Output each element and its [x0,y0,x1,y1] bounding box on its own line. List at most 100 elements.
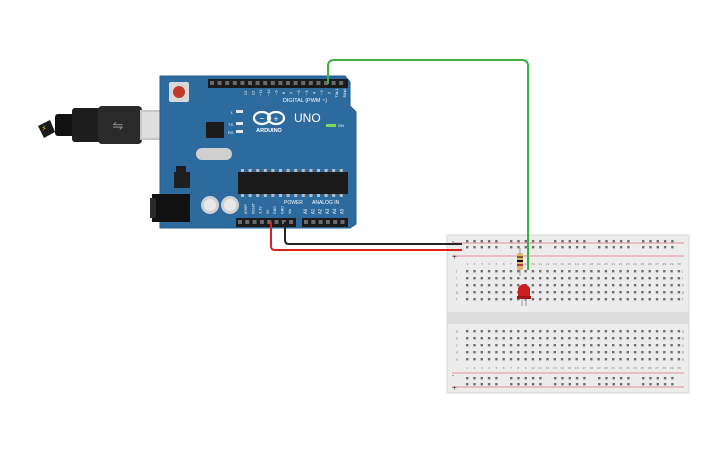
breadboard-hole[interactable] [539,291,542,294]
breadboard-hole[interactable] [582,291,586,294]
breadboard-hole[interactable] [575,358,578,361]
breadboard-hole[interactable] [575,337,578,340]
breadboard-hole[interactable] [502,358,505,361]
breadboard-hole[interactable] [582,298,586,301]
rail-hole[interactable] [524,246,527,249]
header-pin[interactable] [316,81,321,85]
breadboard-hole[interactable] [495,358,498,361]
breadboard-hole[interactable] [633,330,637,333]
breadboard-hole[interactable] [473,330,476,333]
rail-hole[interactable] [656,240,659,243]
rail-hole[interactable] [568,240,571,243]
breadboard-hole[interactable] [633,277,637,280]
breadboard-hole[interactable] [466,284,469,287]
breadboard-hole[interactable] [466,298,469,301]
rail-hole[interactable] [671,377,674,380]
breadboard-hole[interactable] [502,351,505,354]
rail-hole[interactable] [480,246,483,249]
breadboard-hole[interactable] [619,337,622,340]
breadboard-hole[interactable] [655,358,659,361]
rail-hole[interactable] [473,377,476,380]
breadboard-hole[interactable] [612,330,615,333]
breadboard-hole[interactable] [509,284,513,287]
breadboard-hole[interactable] [633,344,637,347]
rail-hole[interactable] [649,383,652,386]
rail-hole[interactable] [517,377,520,380]
breadboard-hole[interactable] [524,270,527,273]
breadboard-hole[interactable] [495,284,498,287]
header-pin[interactable] [325,220,330,224]
breadboard-hole[interactable] [495,337,498,340]
header-pin[interactable] [293,81,298,85]
breadboard-hole[interactable] [560,344,564,347]
breadboard-hole[interactable] [466,330,469,333]
breadboard-hole[interactable] [641,330,644,333]
breadboard-hole[interactable] [677,351,681,354]
breadboard-hole[interactable] [480,344,483,347]
breadboard-hole[interactable] [663,277,666,280]
breadboard-hole[interactable] [575,270,578,273]
breadboard-hole[interactable] [590,270,593,273]
rail-hole[interactable] [554,377,557,380]
breadboard-hole[interactable] [590,337,593,340]
breadboard-hole[interactable] [568,358,571,361]
breadboard-hole[interactable] [670,337,673,340]
breadboard-hole[interactable] [655,284,659,287]
breadboard-hole[interactable] [502,330,505,333]
breadboard-hole[interactable] [597,298,600,301]
breadboard-hole[interactable] [648,284,651,287]
breadboard-hole[interactable] [480,284,483,287]
breadboard-hole[interactable] [670,298,673,301]
breadboard-hole[interactable] [473,337,476,340]
breadboard-hole[interactable] [590,344,593,347]
rail-hole[interactable] [575,246,579,249]
breadboard-hole[interactable] [546,270,549,273]
signal-wire[interactable] [327,59,529,270]
header-pin[interactable] [210,81,214,85]
breadboard-hole[interactable] [612,351,615,354]
breadboard-hole[interactable] [582,358,586,361]
breadboard-hole[interactable] [487,277,491,280]
breadboard-hole[interactable] [619,358,622,361]
breadboard-hole[interactable] [553,270,556,273]
breadboard-hole[interactable] [487,337,491,340]
breadboard-hole[interactable] [597,337,600,340]
breadboard-hole[interactable] [619,277,622,280]
breadboard-hole[interactable] [670,277,673,280]
breadboard-hole[interactable] [590,291,593,294]
breadboard-hole[interactable] [663,284,666,287]
breadboard-hole[interactable] [553,291,556,294]
rail-hole[interactable] [656,383,659,386]
breadboard-hole[interactable] [560,330,564,333]
rail-hole[interactable] [473,383,476,386]
rail-hole[interactable] [554,383,557,386]
breadboard-hole[interactable] [546,330,549,333]
breadboard-hole[interactable] [648,270,651,273]
rail-hole[interactable] [568,246,571,249]
header-pin[interactable] [225,81,230,85]
breadboard-hole[interactable] [531,344,535,347]
rail-hole[interactable] [605,377,608,380]
rail-hole[interactable] [671,246,674,249]
rail-hole[interactable] [583,383,586,386]
breadboard-hole[interactable] [641,284,644,287]
rail-hole[interactable] [466,377,469,380]
rail-hole[interactable] [649,240,652,243]
rail-hole[interactable] [612,240,615,243]
breadboard-hole[interactable] [582,337,586,340]
breadboard-hole[interactable] [480,277,483,280]
breadboard-hole[interactable] [502,291,505,294]
breadboard-hole[interactable] [619,351,622,354]
breadboard-hole[interactable] [677,291,681,294]
header-pin[interactable] [333,220,338,224]
breadboard-hole[interactable] [648,351,651,354]
rail-hole[interactable] [517,246,520,249]
breadboard-hole[interactable] [466,337,469,340]
breadboard-hole[interactable] [575,298,578,301]
rail-hole[interactable] [466,240,469,243]
breadboard-hole[interactable] [560,284,564,287]
header-pin[interactable] [278,81,283,85]
breadboard-hole[interactable] [560,351,564,354]
rail-hole[interactable] [568,383,571,386]
breadboard-hole[interactable] [612,298,615,301]
